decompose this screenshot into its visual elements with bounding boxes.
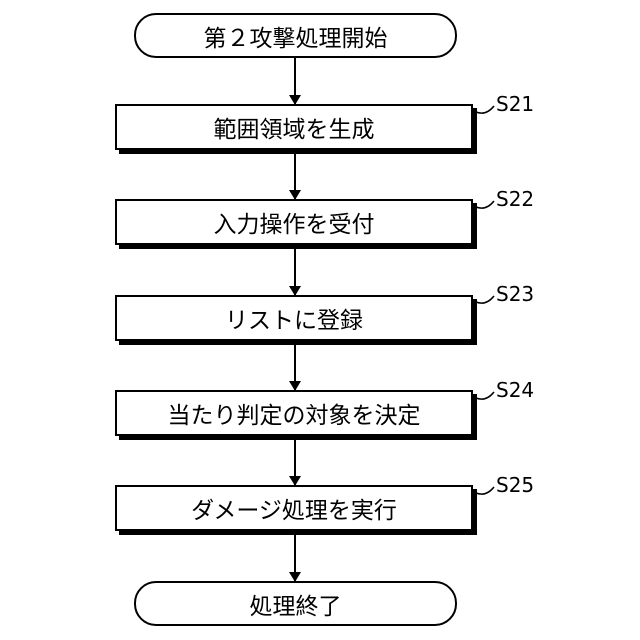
step-s24-text: 当たり判定の対象を決定 <box>168 396 421 430</box>
step-s21-text: 範囲領域を生成 <box>214 110 375 144</box>
step-s25-text: ダメージ処理を実行 <box>191 491 397 525</box>
end-terminal: 処理終了 <box>134 581 457 626</box>
start-terminal: 第２攻撃処理開始 <box>134 13 457 58</box>
start-terminal-text: 第２攻撃処理開始 <box>204 19 388 53</box>
step-s22-label: S22 <box>496 187 534 211</box>
step-s23-text: リストに登録 <box>225 301 363 335</box>
end-terminal-text: 処理終了 <box>250 587 342 621</box>
label-leader-s24 <box>476 392 494 399</box>
step-s23-label: S23 <box>496 282 534 306</box>
label-leader-s23 <box>476 296 494 303</box>
step-s24-box: 当たり判定の対象を決定 <box>115 390 473 436</box>
label-leader-s21 <box>476 106 494 113</box>
label-leader-s22 <box>476 201 494 208</box>
step-s23-box: リストに登録 <box>115 295 473 341</box>
step-s25-label: S25 <box>496 473 534 497</box>
step-s21-label: S21 <box>496 92 534 116</box>
label-leader-s25 <box>476 487 494 494</box>
step-s22-box: 入力操作を受付 <box>115 199 473 245</box>
step-s22-text: 入力操作を受付 <box>214 205 375 239</box>
step-s21-box: 範囲領域を生成 <box>115 104 473 150</box>
step-s25-box: ダメージ処理を実行 <box>115 485 473 531</box>
step-s24-label: S24 <box>496 378 534 402</box>
